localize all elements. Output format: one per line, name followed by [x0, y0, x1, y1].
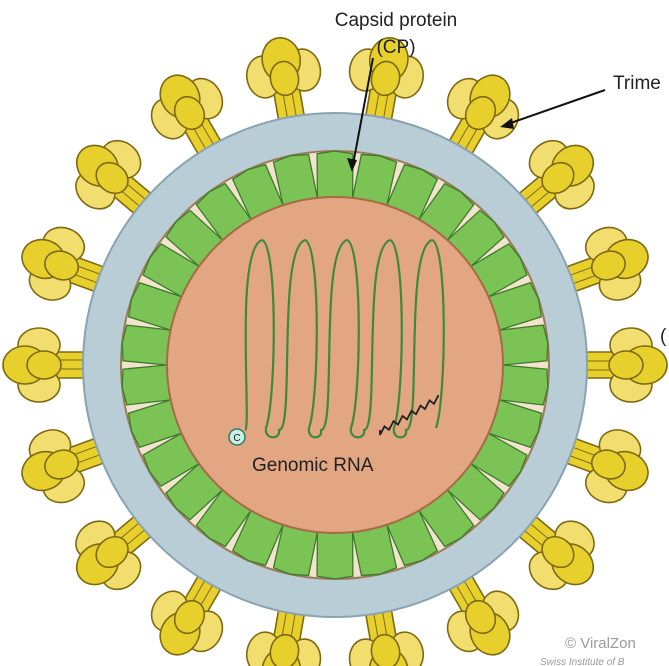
side-label-fragment: ( [660, 326, 667, 347]
capsid-segment [122, 365, 171, 405]
trimer-pointer-arrow [505, 90, 605, 125]
capsid-segment [317, 151, 353, 198]
capsid-protein-label: Capsid protein [335, 10, 458, 31]
nucleocapsid-core [167, 197, 503, 533]
capsid-segment [317, 532, 353, 579]
rna-cap-label: C [233, 433, 240, 444]
capsid-protein-abbrev: (CP) [376, 37, 415, 58]
capsid-segment [499, 365, 548, 405]
trimer-label: Trime [613, 73, 661, 94]
institute-credit: Swiss Institute of B [540, 657, 625, 666]
capsid-segment [122, 325, 171, 365]
genomic-rna-label: Genomic RNA [252, 455, 374, 476]
copyright-credit: © ViralZon [565, 635, 636, 652]
capsid-segment [499, 325, 548, 365]
